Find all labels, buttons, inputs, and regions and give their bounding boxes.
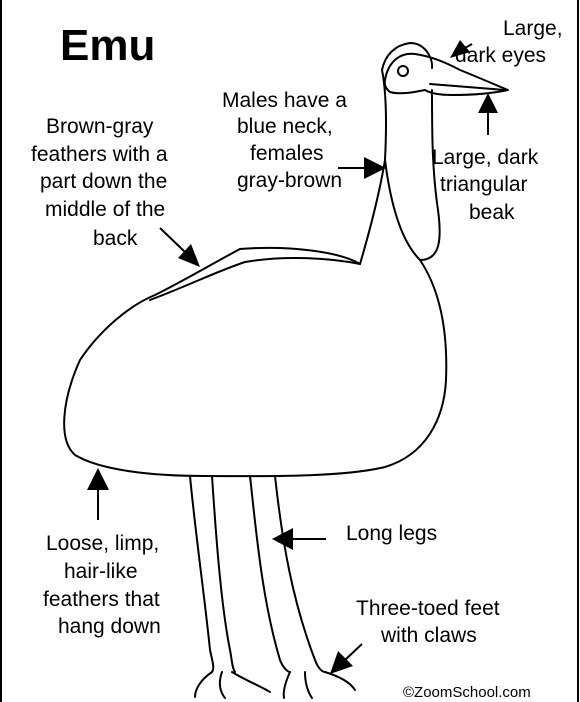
label-back-line-4: middle of the bbox=[45, 198, 165, 221]
label-feathers-line-1: Loose, limp, bbox=[46, 532, 159, 555]
label-beak-line-1: Large, dark bbox=[432, 146, 539, 169]
svg-text:dark eyes: dark eyes bbox=[455, 44, 546, 67]
emu-leg-right bbox=[250, 476, 325, 672]
label-eyes-line-1: Large, bbox=[503, 17, 563, 40]
emu-leg-left bbox=[190, 476, 235, 672]
label-eyes-line-2: dark eyes bbox=[455, 44, 546, 67]
label-feet-line-1: Three-toed feet bbox=[356, 597, 500, 620]
page-title: Emu bbox=[60, 21, 155, 70]
label-feathers-line-2: hair-like bbox=[64, 560, 138, 583]
label-feathers-line-4: hang down bbox=[58, 615, 161, 638]
label-feathers: Loose, limp, hair-like feathers that han… bbox=[43, 532, 161, 638]
label-beak: Large, dark triangular beak bbox=[432, 146, 539, 224]
label-eyes: Large, dark eyes bbox=[455, 17, 563, 67]
emu-neck-front bbox=[420, 90, 440, 260]
emu-foot-right bbox=[284, 672, 355, 698]
label-feathers-line-3: feathers that bbox=[43, 588, 160, 611]
label-feet: Three-toed feet with claws bbox=[356, 597, 500, 647]
arrow-back bbox=[160, 228, 200, 267]
label-neck-line-2: blue neck, bbox=[237, 115, 333, 138]
emu-back-part-line bbox=[150, 258, 360, 300]
label-back-line-5: back bbox=[93, 227, 138, 250]
arrow-feathers bbox=[87, 468, 109, 520]
arrow-feet bbox=[330, 644, 362, 674]
emu-foot-left bbox=[195, 672, 270, 698]
emu-neck bbox=[382, 43, 432, 160]
label-legs: Long legs bbox=[346, 522, 437, 545]
label-neck-line-3: females bbox=[250, 142, 324, 165]
svg-text:Large,: Large, bbox=[503, 17, 563, 40]
label-neck: Males have a blue neck, females gray-bro… bbox=[222, 89, 347, 192]
label-back-line-2: feathers with a bbox=[31, 143, 168, 166]
arrow-legs bbox=[272, 528, 326, 550]
label-beak-line-2: triangular bbox=[440, 173, 528, 196]
arrow-neck bbox=[338, 157, 386, 179]
label-legs-line-1: Long legs bbox=[346, 522, 437, 545]
label-beak-line-3: beak bbox=[469, 201, 515, 224]
arrow-beak bbox=[478, 93, 498, 135]
label-back-line-1: Brown-gray bbox=[46, 115, 154, 138]
copyright-credit: ©ZoomSchool.com bbox=[403, 684, 531, 701]
emu-eye bbox=[398, 66, 408, 76]
label-feet-line-2: with claws bbox=[380, 624, 477, 647]
label-back-line-3: part down the bbox=[40, 170, 167, 193]
label-back: Brown-gray feathers with a part down the… bbox=[31, 115, 168, 250]
label-neck-line-4: gray-brown bbox=[237, 169, 342, 192]
label-neck-line-1: Males have a bbox=[222, 89, 347, 112]
